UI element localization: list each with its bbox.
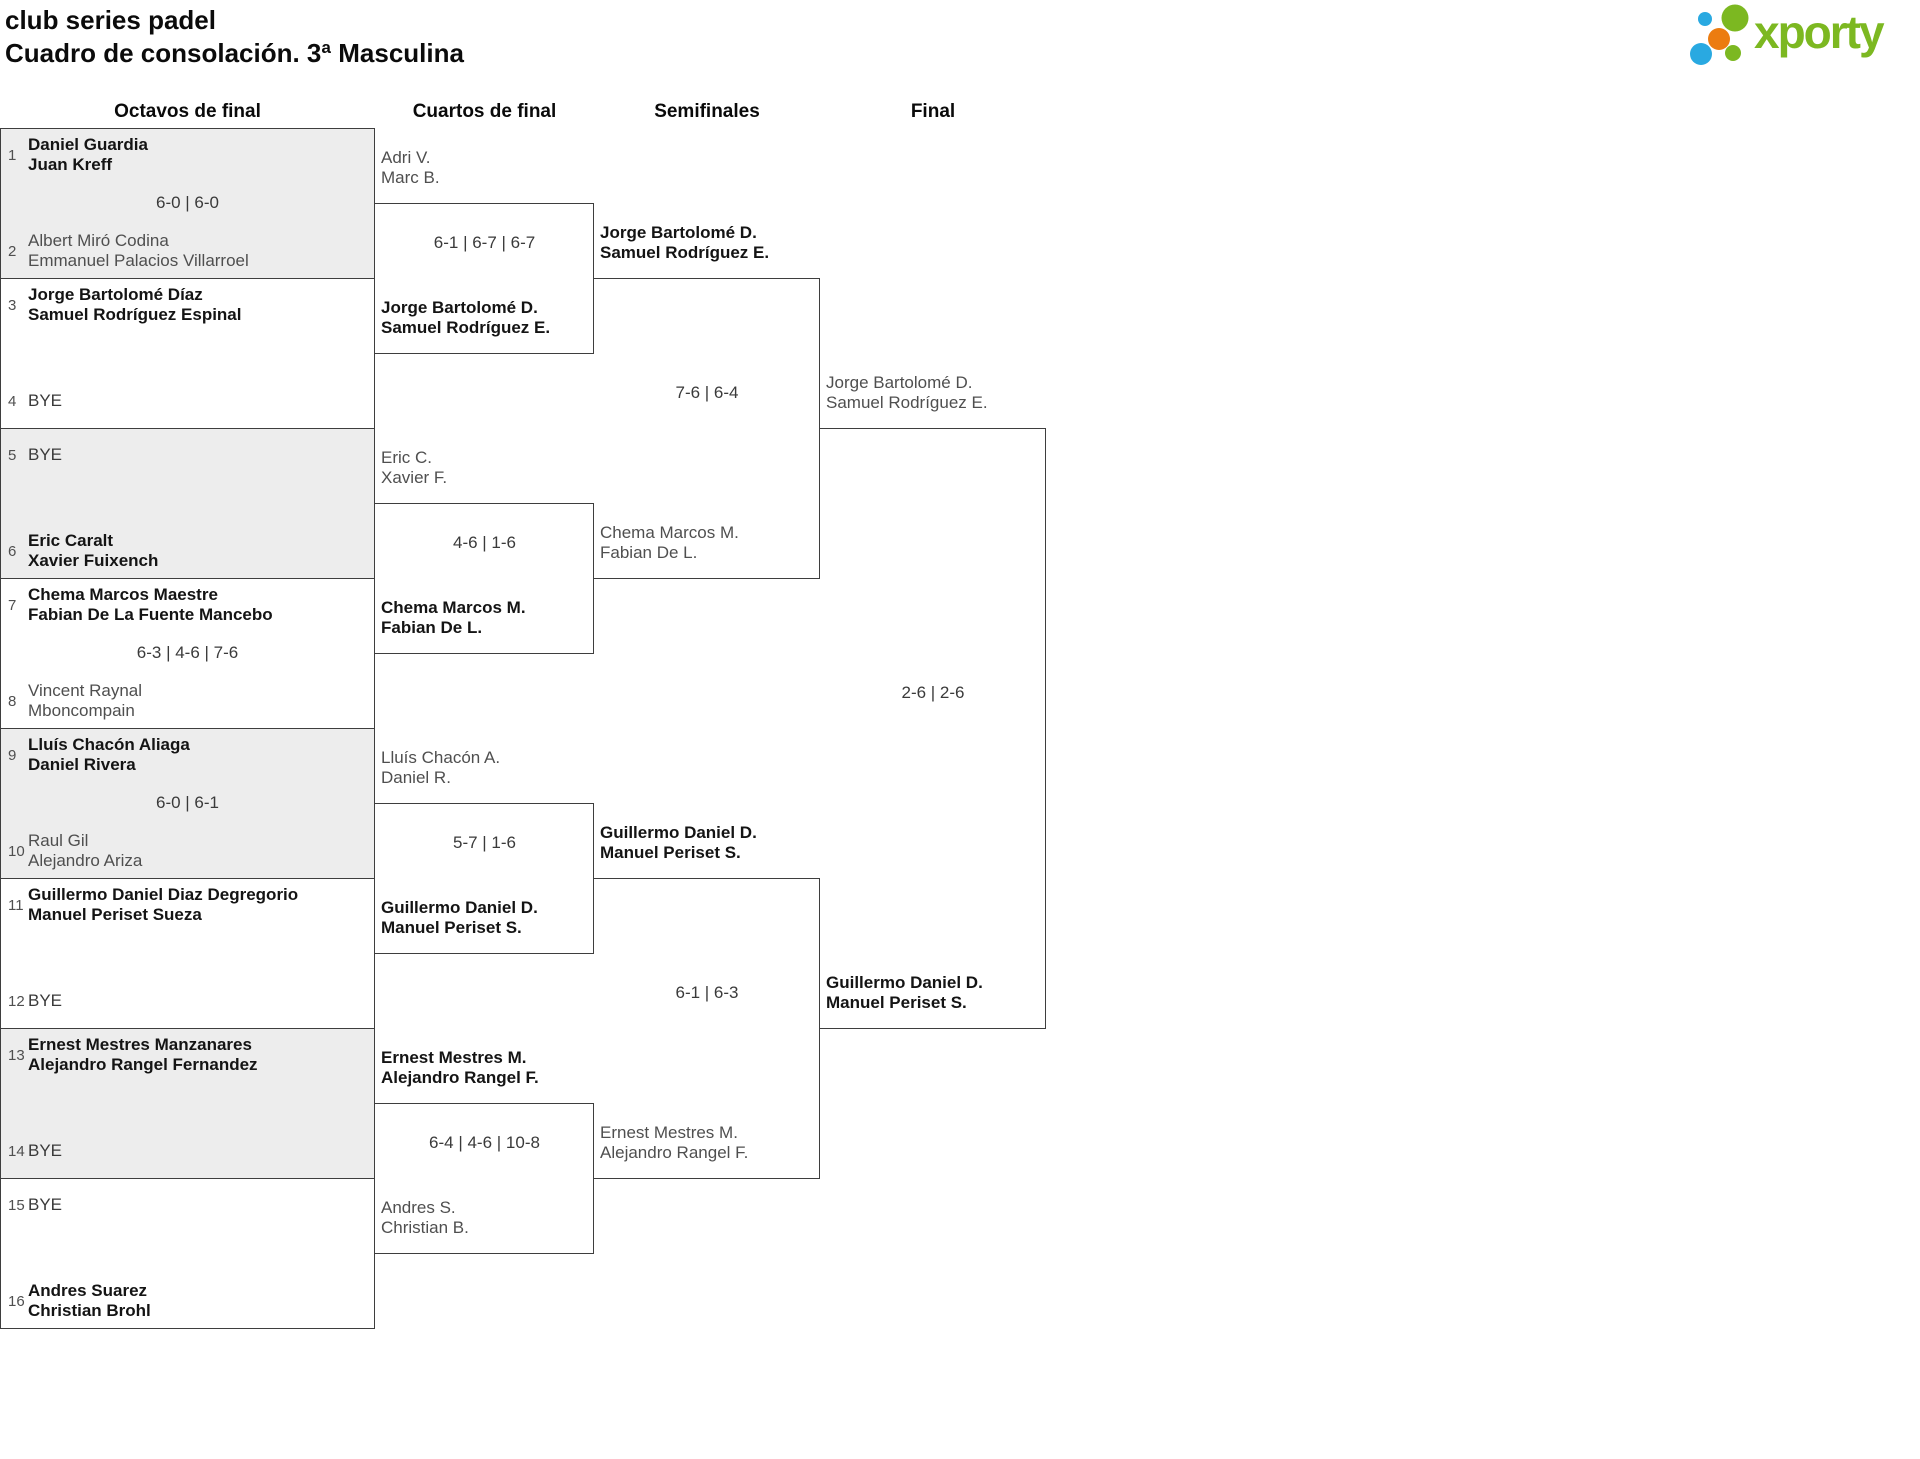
qf-4-score: 6-4 | 4-6 | 10-8: [429, 1133, 540, 1152]
seed-number: 5: [8, 446, 17, 464]
seed-number: 2: [8, 242, 17, 260]
seed-number: 1: [8, 146, 17, 164]
seed-number: 3: [8, 296, 17, 314]
qf-1-score: 6-1 | 6-7 | 6-7: [433, 233, 536, 252]
sf-2-score: 6-1 | 6-3: [675, 983, 739, 1002]
sf-match-box-1: [594, 278, 820, 579]
seed-number: 14: [8, 1142, 25, 1160]
r16-match-box-7: [0, 1028, 375, 1179]
r16-4-score: 6-3 | 4-6 | 7-6: [136, 643, 239, 662]
qf-2-score: 4-6 | 1-6: [452, 533, 516, 552]
r16-match-box-4: [0, 578, 375, 729]
r16-match-box-8: [0, 1178, 375, 1329]
page-header: club series padel Cuadro de consolación.…: [5, 4, 464, 70]
qf-match-box-1: [375, 203, 594, 354]
sf-1-top-team[interactable]: Jorge Bartolomé D.Samuel Rodríguez E.: [600, 223, 770, 262]
seed-number: 12: [8, 992, 25, 1010]
r16-1-score: 6-0 | 6-0: [155, 193, 219, 212]
qf-3-top-team[interactable]: Lluís Chacón A.Daniel R.: [381, 748, 501, 787]
r16-7-bottom-bye: 14 BYE: [8, 1141, 63, 1160]
seed-number: 10: [8, 842, 25, 860]
seed-number: 8: [8, 692, 17, 710]
qf-3-bottom-team[interactable]: Guillermo Daniel D.Manuel Periset S.: [381, 898, 538, 937]
r16-match-box-5: [0, 728, 375, 879]
r16-3-top-bye: 5 BYE: [8, 445, 63, 464]
qf-4-bottom-team[interactable]: Andres S.Christian B.: [381, 1198, 469, 1237]
qf-2-bottom-team[interactable]: Chema Marcos M.Fabian De L.: [381, 598, 526, 637]
qf-4-top-team[interactable]: Ernest Mestres M.Alejandro Rangel F.: [381, 1048, 539, 1087]
sf-2-top-team[interactable]: Guillermo Daniel D.Manuel Periset S.: [600, 823, 757, 862]
qf-match-box-2: [375, 503, 594, 654]
seed-number: 9: [8, 746, 17, 764]
seed-number: 13: [8, 1046, 25, 1064]
qf-match-box-3: [375, 803, 594, 954]
final-bottom-team[interactable]: Guillermo Daniel D.Manuel Periset S.: [826, 973, 983, 1012]
qf-1-bottom-team[interactable]: Jorge Bartolomé D.Samuel Rodríguez E.: [381, 298, 551, 337]
qf-3-score: 5-7 | 1-6: [452, 833, 516, 852]
r16-5-score: 6-0 | 6-1: [155, 793, 219, 812]
qf-2-top-team[interactable]: Eric C.Xavier F.: [381, 448, 448, 487]
final-score: 2-6 | 2-6: [901, 683, 965, 702]
seed-number: 7: [8, 596, 17, 614]
final-match-box: [820, 428, 1046, 1029]
sf-match-box-2: [594, 878, 820, 1179]
r16-match-box-6: [0, 878, 375, 1029]
final-top-team[interactable]: Jorge Bartolomé D.Samuel Rodríguez E.: [826, 373, 988, 412]
page-subtitle: Cuadro de consolación. 3ª Masculina: [5, 38, 464, 68]
r16-2-bottom-bye: 4 BYE: [8, 391, 63, 410]
xporty-logo[interactable]: xporty: [1684, 0, 1920, 66]
qf-1-top-team[interactable]: Adri V.Marc B.: [381, 148, 440, 187]
seed-number: 11: [8, 896, 24, 914]
qf-match-box-4: [375, 1103, 594, 1254]
round-header-final: Final: [910, 101, 956, 122]
r16-8-top-bye: 15 BYE: [8, 1195, 63, 1214]
sf-1-score: 7-6 | 6-4: [675, 383, 739, 402]
seed-number: 15: [8, 1196, 25, 1214]
seed-number: 16: [8, 1292, 25, 1310]
page-title: club series padel: [5, 5, 216, 35]
seed-number: 4: [8, 392, 17, 410]
r16-match-box-2: [0, 278, 375, 429]
r16-match-box-1: [0, 128, 375, 279]
seed-number: 6: [8, 542, 17, 560]
xporty-logo-icon: [1690, 4, 1749, 65]
round-header-semis: Semifinales: [654, 101, 760, 122]
r16-6-bottom-bye: 12 BYE: [8, 991, 63, 1010]
sf-1-bottom-team[interactable]: Chema Marcos M.Fabian De L.: [600, 523, 739, 562]
round-header-cuartos: Cuartos de final: [412, 101, 557, 122]
sf-2-bottom-team[interactable]: Ernest Mestres M.Alejandro Rangel F.: [600, 1123, 749, 1162]
round-header-octavos: Octavos de final: [114, 101, 261, 122]
xporty-wordmark: xporty: [1754, 6, 1885, 58]
